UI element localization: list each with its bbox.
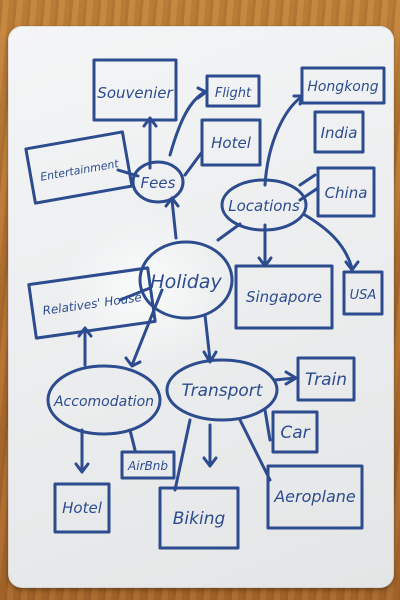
hotel-accommodation-box [53, 482, 111, 534]
train-box [296, 356, 356, 402]
hotel-accommodation-label: Hotel [62, 499, 103, 517]
aeroplane-label: Aeroplane [273, 487, 356, 506]
aeroplane-box [266, 464, 364, 530]
entertainment-label: Entertainment [39, 157, 120, 184]
india-label: India [321, 124, 358, 142]
usa-label: USA [350, 288, 377, 303]
china-label: China [325, 184, 368, 202]
transport-label: Transport [182, 381, 264, 401]
hongkong-box [300, 66, 386, 105]
hongkong-label: Hongkong [307, 79, 378, 95]
hotel-fees-box [200, 118, 262, 167]
flight-box [205, 74, 261, 108]
relatives-box [27, 266, 157, 340]
souvenier-label: Souvenier [97, 84, 173, 102]
accommodation-oval [46, 364, 162, 436]
souvenier-box [92, 58, 178, 122]
fees-label: Fees [141, 174, 176, 192]
entertainment-box [24, 130, 134, 205]
flight-label: Flight [215, 86, 252, 101]
relatives-label: Relatives' House [42, 290, 143, 318]
accommodation-label: Accomodation [53, 394, 154, 410]
holiday-label: Holiday [150, 271, 222, 293]
holiday-oval [138, 240, 234, 320]
train-label: Train [305, 370, 347, 390]
locations-label: Locations [228, 197, 300, 215]
biking-box [158, 486, 240, 550]
singapore-box [234, 264, 334, 330]
biking-label: Biking [173, 509, 226, 529]
connectors [80, 90, 354, 492]
locations-oval [220, 178, 308, 232]
singapore-label: Singapore [246, 288, 322, 306]
fees-oval [131, 160, 185, 204]
airbnb-box [120, 450, 176, 480]
hotel-fees-label: Hotel [211, 134, 252, 152]
airbnb-label: AirBnb [127, 459, 168, 473]
china-box [316, 166, 376, 218]
car-label: Car [280, 423, 310, 443]
car-box [271, 410, 319, 454]
usa-box [342, 270, 384, 316]
india-box [313, 110, 365, 154]
transport-oval [165, 358, 279, 422]
